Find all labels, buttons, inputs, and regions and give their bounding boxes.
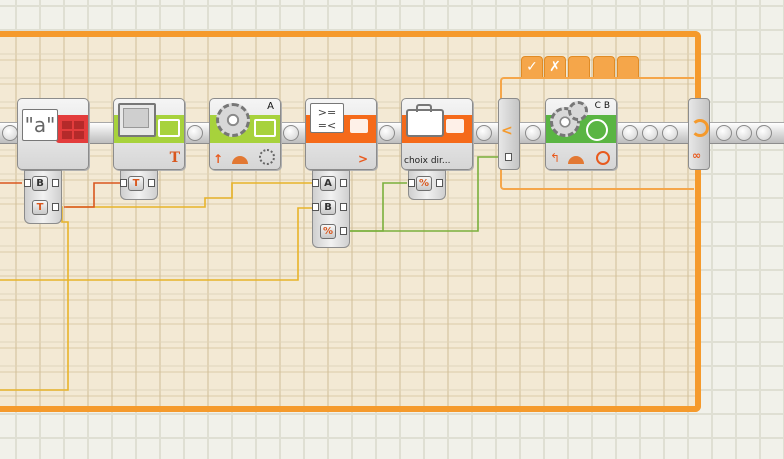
port-out[interactable] <box>52 203 59 211</box>
compare-block[interactable]: >==< > <box>305 98 377 170</box>
switch-tab-false[interactable]: ✗ <box>544 56 566 77</box>
plug-text[interactable]: T <box>128 176 144 191</box>
text-block[interactable]: "a" <box>17 98 89 170</box>
operator-icon: > <box>357 152 368 166</box>
move-block[interactable]: C B ↰ <box>545 98 617 170</box>
text-value: "a" <box>22 109 58 141</box>
port-in[interactable] <box>24 179 31 187</box>
motor-block[interactable]: A ↑ <box>209 98 281 170</box>
port-in[interactable] <box>120 179 127 187</box>
infinity-icon: ∞ <box>692 149 702 162</box>
plug-logic[interactable]: % <box>416 176 432 191</box>
direction-icon: ↑ <box>213 152 224 166</box>
switch-tab-4[interactable] <box>593 56 615 77</box>
loop-end[interactable]: ∞ <box>688 98 710 170</box>
port-out[interactable] <box>340 179 347 187</box>
plug-b[interactable]: B <box>32 176 48 191</box>
compare-icon: >==< <box>310 103 344 133</box>
duration-icon <box>259 149 275 165</box>
wire-green-1 <box>347 182 407 232</box>
port-letter: A <box>267 101 274 112</box>
upload-icon <box>254 119 276 137</box>
loop-icon <box>691 119 709 137</box>
briefcase-icon <box>406 109 444 137</box>
port-out[interactable] <box>340 227 347 235</box>
power-icon <box>232 156 248 164</box>
wire-yellow-1 <box>0 206 69 391</box>
port-letters: C B <box>594 101 610 111</box>
block-caption: choix dir... <box>404 156 451 166</box>
upload-icon <box>158 119 180 137</box>
display-block[interactable]: T <box>113 98 185 170</box>
wire-orange-2 <box>64 182 120 208</box>
switch-start[interactable]: < <box>498 98 520 170</box>
wire-green-2 <box>347 156 501 232</box>
port-out[interactable] <box>340 203 347 211</box>
text-plug-icon: T <box>169 150 180 166</box>
wire-yellow-2 <box>66 182 315 208</box>
wire-yellow-3 <box>0 207 315 281</box>
switch-condition-port[interactable] <box>505 153 512 161</box>
plug-b[interactable]: B <box>320 200 336 215</box>
steering-icon: ↰ <box>550 151 561 165</box>
plug-a[interactable]: A <box>320 176 336 191</box>
plug-text[interactable]: T <box>32 200 48 215</box>
duration-icon <box>596 151 610 165</box>
power-icon <box>568 156 584 164</box>
plug-logic[interactable]: % <box>320 224 336 239</box>
switch-icon: < <box>501 123 513 139</box>
switch-tab-3[interactable] <box>568 56 590 77</box>
switch-tab-5[interactable] <box>617 56 639 77</box>
port-in[interactable] <box>312 203 319 211</box>
port-out[interactable] <box>52 179 59 187</box>
port-in[interactable] <box>312 179 319 187</box>
port-out[interactable] <box>148 179 155 187</box>
gear-icon <box>568 101 588 121</box>
port-out[interactable] <box>436 179 443 187</box>
gear-icon <box>216 103 250 137</box>
switch-tab-true[interactable]: ✓ <box>521 56 543 77</box>
port-in[interactable] <box>408 179 415 187</box>
mybox-block[interactable]: choix dir... <box>401 98 473 170</box>
